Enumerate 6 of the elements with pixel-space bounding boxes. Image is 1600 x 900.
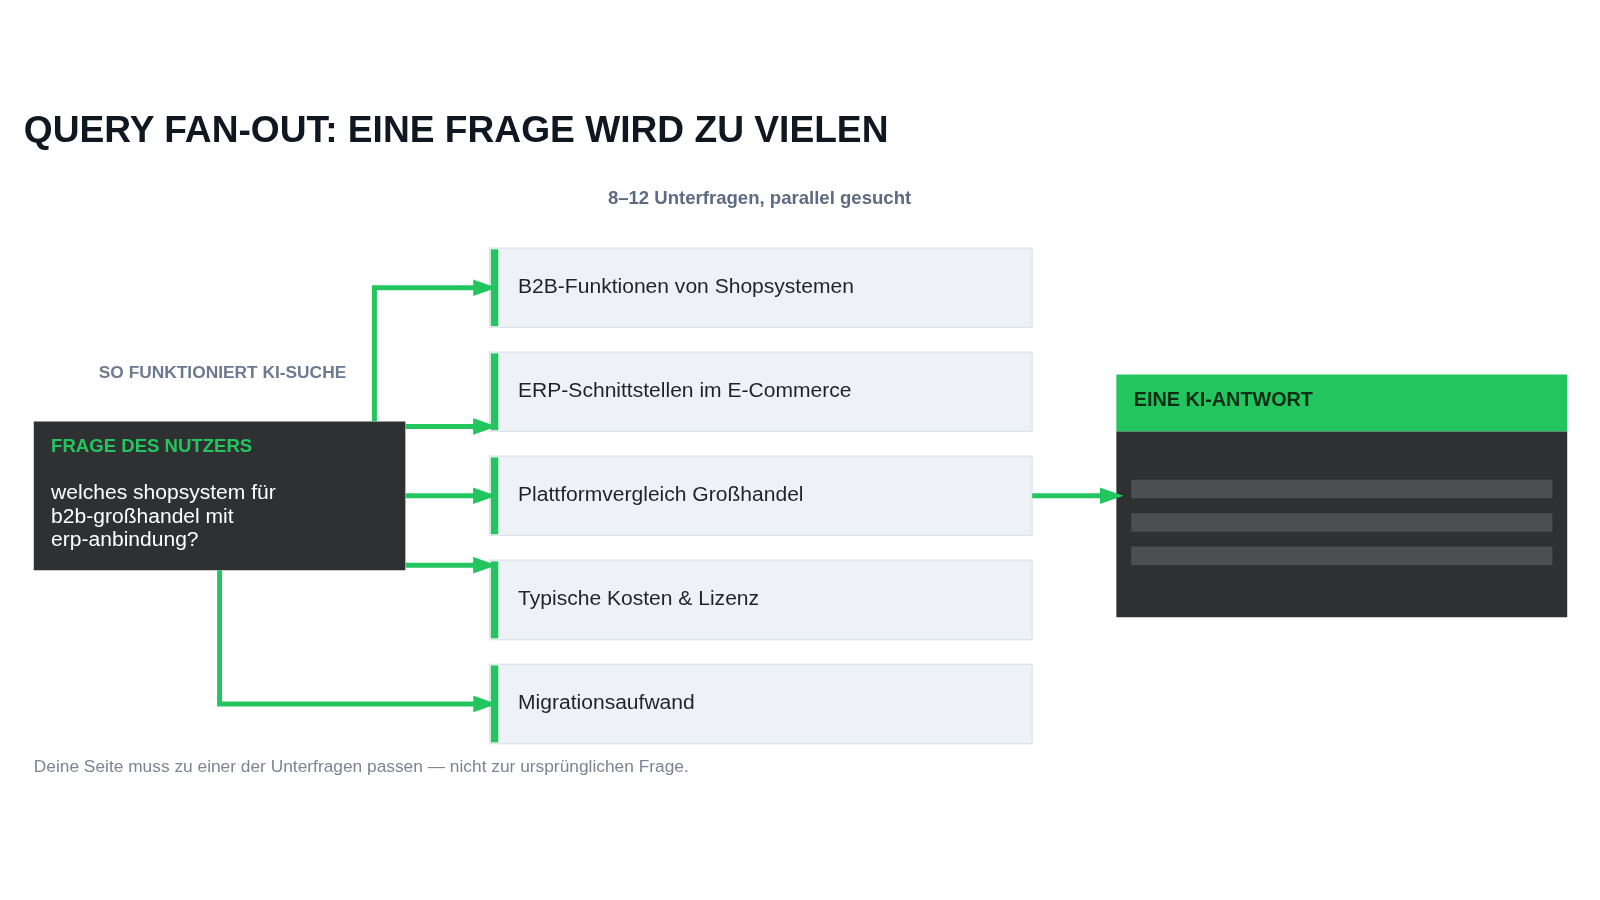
node-box: FRAGE DES NUTZERS welches shopsystem für b2b-großhandel mit erp-anbindung? (33, 421, 405, 571)
caption: Deine Seite muss zu einer der Unterfragen passen — nicht zur ursprünglichen Frage. (33, 756, 689, 777)
arrow (1031, 487, 1124, 505)
diagram-title: QUERY FAN-OUT: EINE FRAGE WIRD ZU VIELEN (23, 107, 888, 150)
label: SO FUNKTIONIERT KI-SUCHE (98, 361, 346, 382)
label: 8–12 Unterfragen, parallel gesucht (607, 187, 911, 209)
